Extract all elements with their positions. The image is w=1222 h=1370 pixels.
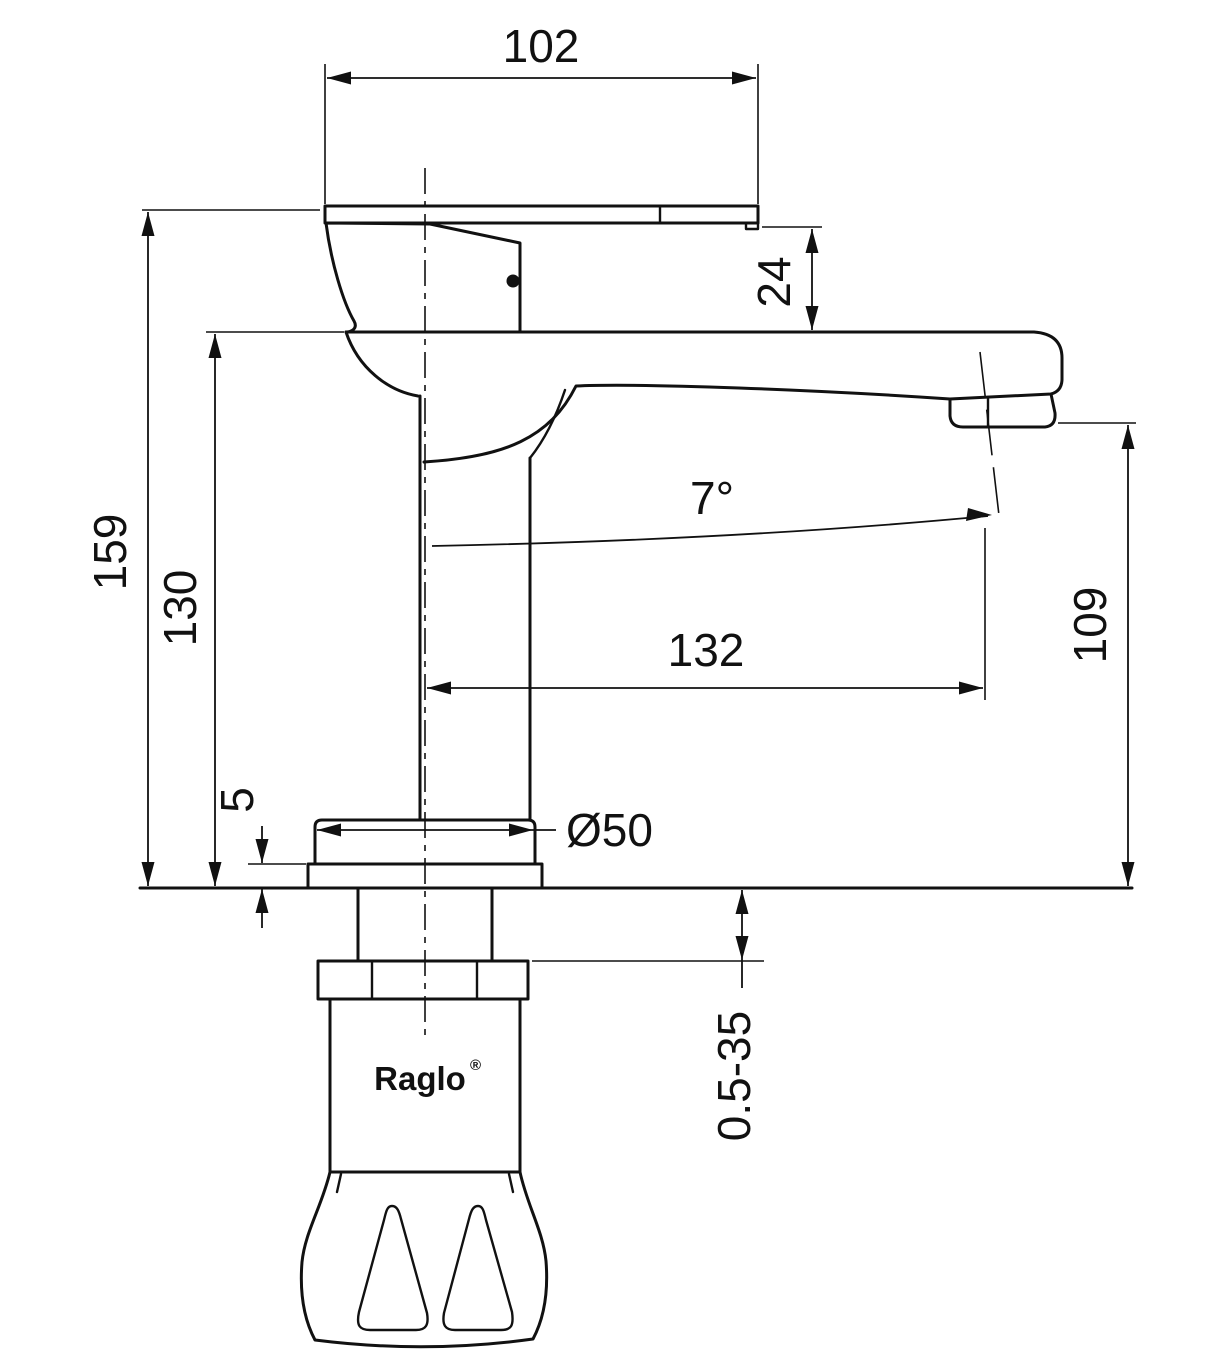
- arrow-up-icon: [208, 334, 222, 358]
- dim-mounting-range-label: 0.5-35: [708, 1011, 760, 1141]
- mounting-nut: [316, 959, 530, 1001]
- dim-handle-drop-label: 24: [748, 256, 800, 307]
- dim-top-width: 102: [324, 20, 759, 204]
- arrow-left-icon: [327, 71, 351, 85]
- threaded-shank: [356, 886, 494, 963]
- dim-outlet-height-label: 109: [1064, 587, 1116, 664]
- handle-indicator-dot: [506, 274, 520, 288]
- arrow-right-icon: [959, 681, 983, 695]
- arrow-right-icon: [509, 823, 533, 837]
- arrow-up-icon: [255, 889, 269, 913]
- dim-body-height-label: 130: [154, 570, 206, 647]
- dim-spout-angle-label: 7°: [690, 472, 734, 524]
- aerator: [948, 377, 1064, 429]
- dim-overall-height-label: 159: [84, 514, 136, 591]
- dim-base-diameter-label: Ø50: [566, 804, 653, 856]
- handle-body-outline: [324, 221, 522, 334]
- dim-mounting-range: 0.5-35: [532, 890, 764, 1164]
- skirt-wing-left: [356, 1204, 429, 1332]
- skirt-outline: [299, 1170, 549, 1349]
- dim-handle-drop: 24: [748, 226, 822, 330]
- spout-top-edge: [344, 330, 1064, 381]
- lever-bar: [323, 204, 760, 225]
- lever-tip-step: [744, 221, 760, 231]
- outlet-axis-line: [979, 351, 1001, 525]
- skirt-wing-right: [442, 1204, 514, 1332]
- handle-lever: [323, 204, 760, 231]
- supply-hose-body: Raglo ®: [328, 997, 522, 1174]
- faucet-body-column: [418, 394, 532, 822]
- flange-outline: [313, 818, 537, 866]
- dim-spout-angle: 7°: [431, 351, 1001, 547]
- dim-spout-reach: 132: [427, 528, 986, 700]
- spout: [344, 330, 1064, 464]
- dim-overall-height: 159: [84, 209, 320, 886]
- spout-inner-curve: [528, 388, 567, 460]
- arrow-down-icon: [141, 862, 155, 886]
- dim-plate-thickness: 5: [211, 787, 306, 928]
- arrow-right-icon: [732, 71, 756, 85]
- dim-top-width-label: 102: [503, 20, 580, 72]
- arrow-up-icon: [735, 890, 749, 914]
- arrow-down-icon: [255, 839, 269, 863]
- brand-label: Raglo: [374, 1060, 466, 1097]
- spout-underside-curve: [422, 383, 952, 464]
- registered-trademark: ®: [470, 1057, 481, 1074]
- skirt-inner-tick-right: [507, 1172, 515, 1194]
- arrow-left-icon: [317, 823, 341, 837]
- arrow-down-icon: [805, 306, 819, 330]
- dim-plate-thickness-label: 5: [211, 787, 263, 813]
- skirt-inner-tick-left: [335, 1172, 343, 1194]
- base-flange: [306, 818, 544, 890]
- handle-body: [324, 221, 522, 334]
- angle-arc: [431, 515, 989, 547]
- arrow-left-icon: [427, 681, 451, 695]
- arrow-down-icon: [735, 936, 749, 960]
- hose-connector-skirt: [299, 1170, 549, 1349]
- body-shoulder-curve: [344, 330, 420, 398]
- arrow-down-icon: [1121, 862, 1135, 886]
- aerator-top: [948, 377, 1064, 401]
- dim-body-height: 130: [154, 331, 344, 886]
- arrow-down-icon: [208, 862, 222, 886]
- arrow-up-icon: [1121, 425, 1135, 449]
- nut-outline: [316, 959, 530, 1001]
- dim-base-diameter: Ø50: [317, 804, 653, 856]
- label-mask: [712, 988, 764, 1164]
- dim-spout-reach-label: 132: [668, 624, 745, 676]
- arrow-up-icon: [805, 229, 819, 253]
- aerator-housing: [948, 392, 1057, 429]
- dim-outlet-height: 109: [1058, 422, 1136, 886]
- arrow-up-icon: [141, 212, 155, 236]
- base-plate: [306, 862, 544, 890]
- arrow-right-icon: [966, 508, 992, 521]
